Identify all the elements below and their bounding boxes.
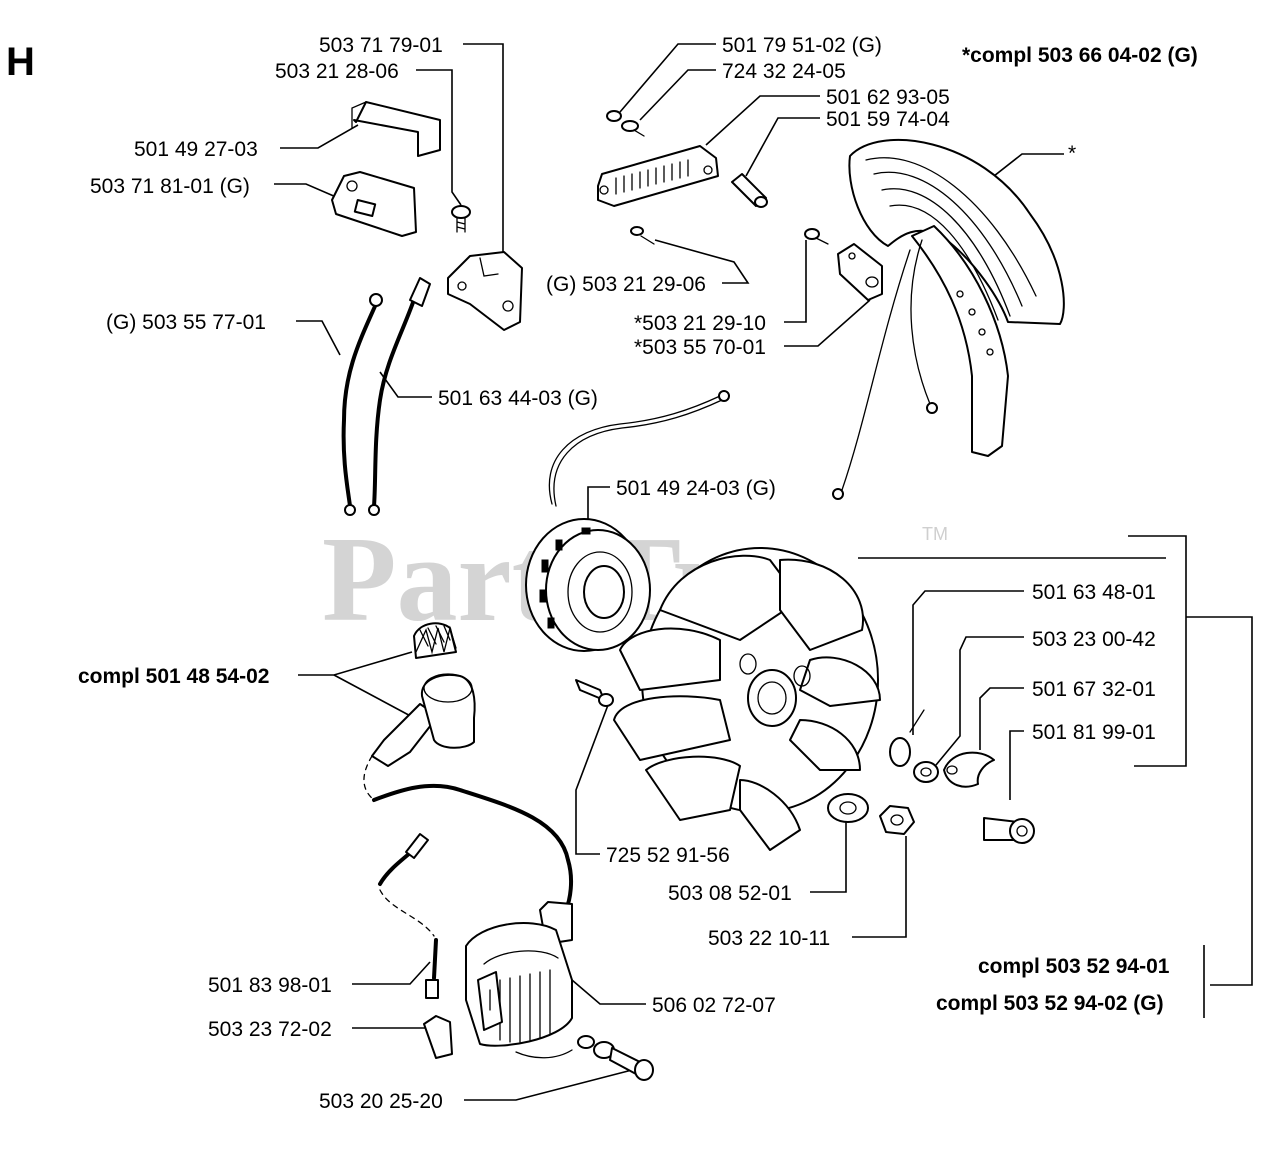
label-compl-503-52-94-02: compl 503 52 94-02 (G) [936, 992, 1164, 1015]
ignition-cables-part [341, 277, 431, 516]
screw-b-part [630, 226, 655, 245]
flywheel-screw-part [575, 679, 614, 707]
label-501-62-93-05: 501 62 93-05 [826, 86, 950, 109]
label-503-21-29-10: *503 21 29-10 [634, 312, 766, 335]
label-503-55-77-01: (G) 503 55 77-01 [106, 311, 266, 334]
label-501-83-98-01: 501 83 98-01 [208, 974, 332, 997]
bracket-part [331, 171, 417, 237]
label-compl-501-48-54-02: compl 501 48 54-02 [78, 665, 269, 688]
label-501-67-32-01: 501 67 32-01 [1032, 678, 1156, 701]
spring-part [415, 625, 457, 655]
bracket-cover-part [351, 101, 441, 157]
label-star: * [1068, 142, 1076, 165]
section-letter: H [6, 40, 35, 84]
label-503-22-10-11: 503 22 10-11 [708, 927, 830, 950]
heat-shield-part [597, 145, 719, 207]
screw-part [451, 205, 471, 233]
label-compl-503-52-94-01: compl 503 52 94-01 [978, 955, 1170, 978]
heat-shield-screws-part [606, 110, 645, 137]
label-compl-503-66-04-02: *compl 503 66 04-02 (G) [962, 44, 1198, 67]
exhaust-shield-part [832, 138, 1065, 500]
label-506-02-72-07: 506 02 72-07 [652, 994, 776, 1017]
spacer-sleeve-part [731, 173, 768, 208]
flywheel-part [613, 547, 881, 851]
label-501-59-74-04: 501 59 74-04 [826, 108, 950, 131]
label-724-32-24-05: 724 32 24-05 [722, 60, 846, 83]
label-503-71-81-01: 503 71 81-01 (G) [90, 175, 250, 198]
switch-part [447, 251, 523, 331]
label-501-63-48-01: 501 63 48-01 [1032, 581, 1156, 604]
ignition-coil-part [372, 783, 574, 1047]
coil-screw-part [515, 1035, 654, 1081]
magnet-ring-part [525, 518, 651, 652]
flywheel-hardware-part [827, 709, 1035, 844]
label-503-23-72-02: 503 23 72-02 [208, 1018, 332, 1041]
label-503-21-28-06: 503 21 28-06 [275, 60, 399, 83]
label-501-49-27-03: 501 49 27-03 [134, 138, 258, 161]
plate-and-screw-part [804, 228, 883, 301]
label-503-71-79-01: 503 71 79-01 [319, 34, 443, 57]
label-503-08-52-01: 503 08 52-01 [668, 882, 792, 905]
ignition-lead-part [378, 833, 453, 1059]
ground-wire-part [548, 390, 730, 507]
label-503-21-29-06: (G) 503 21 29-06 [546, 273, 706, 296]
label-503-23-00-42: 503 23 00-42 [1032, 628, 1156, 651]
label-501-81-99-01: 501 81 99-01 [1032, 721, 1156, 744]
label-725-52-91-56: 725 52 91-56 [606, 844, 730, 867]
spark-plug-cap-part [363, 622, 476, 801]
label-501-63-44-03: 501 63 44-03 (G) [438, 387, 598, 410]
label-503-55-70-01: *503 55 70-01 [634, 336, 766, 359]
label-501-79-51-02: 501 79 51-02 (G) [722, 34, 882, 57]
part-labels: 503 71 79-01 503 21 28-06 501 49 27-03 5… [78, 34, 1198, 1113]
leader-lines [274, 43, 1253, 1101]
label-501-49-24-03: 501 49 24-03 (G) [616, 477, 776, 500]
label-503-20-25-20: 503 20 25-20 [319, 1090, 443, 1113]
trademark: TM [922, 524, 948, 544]
